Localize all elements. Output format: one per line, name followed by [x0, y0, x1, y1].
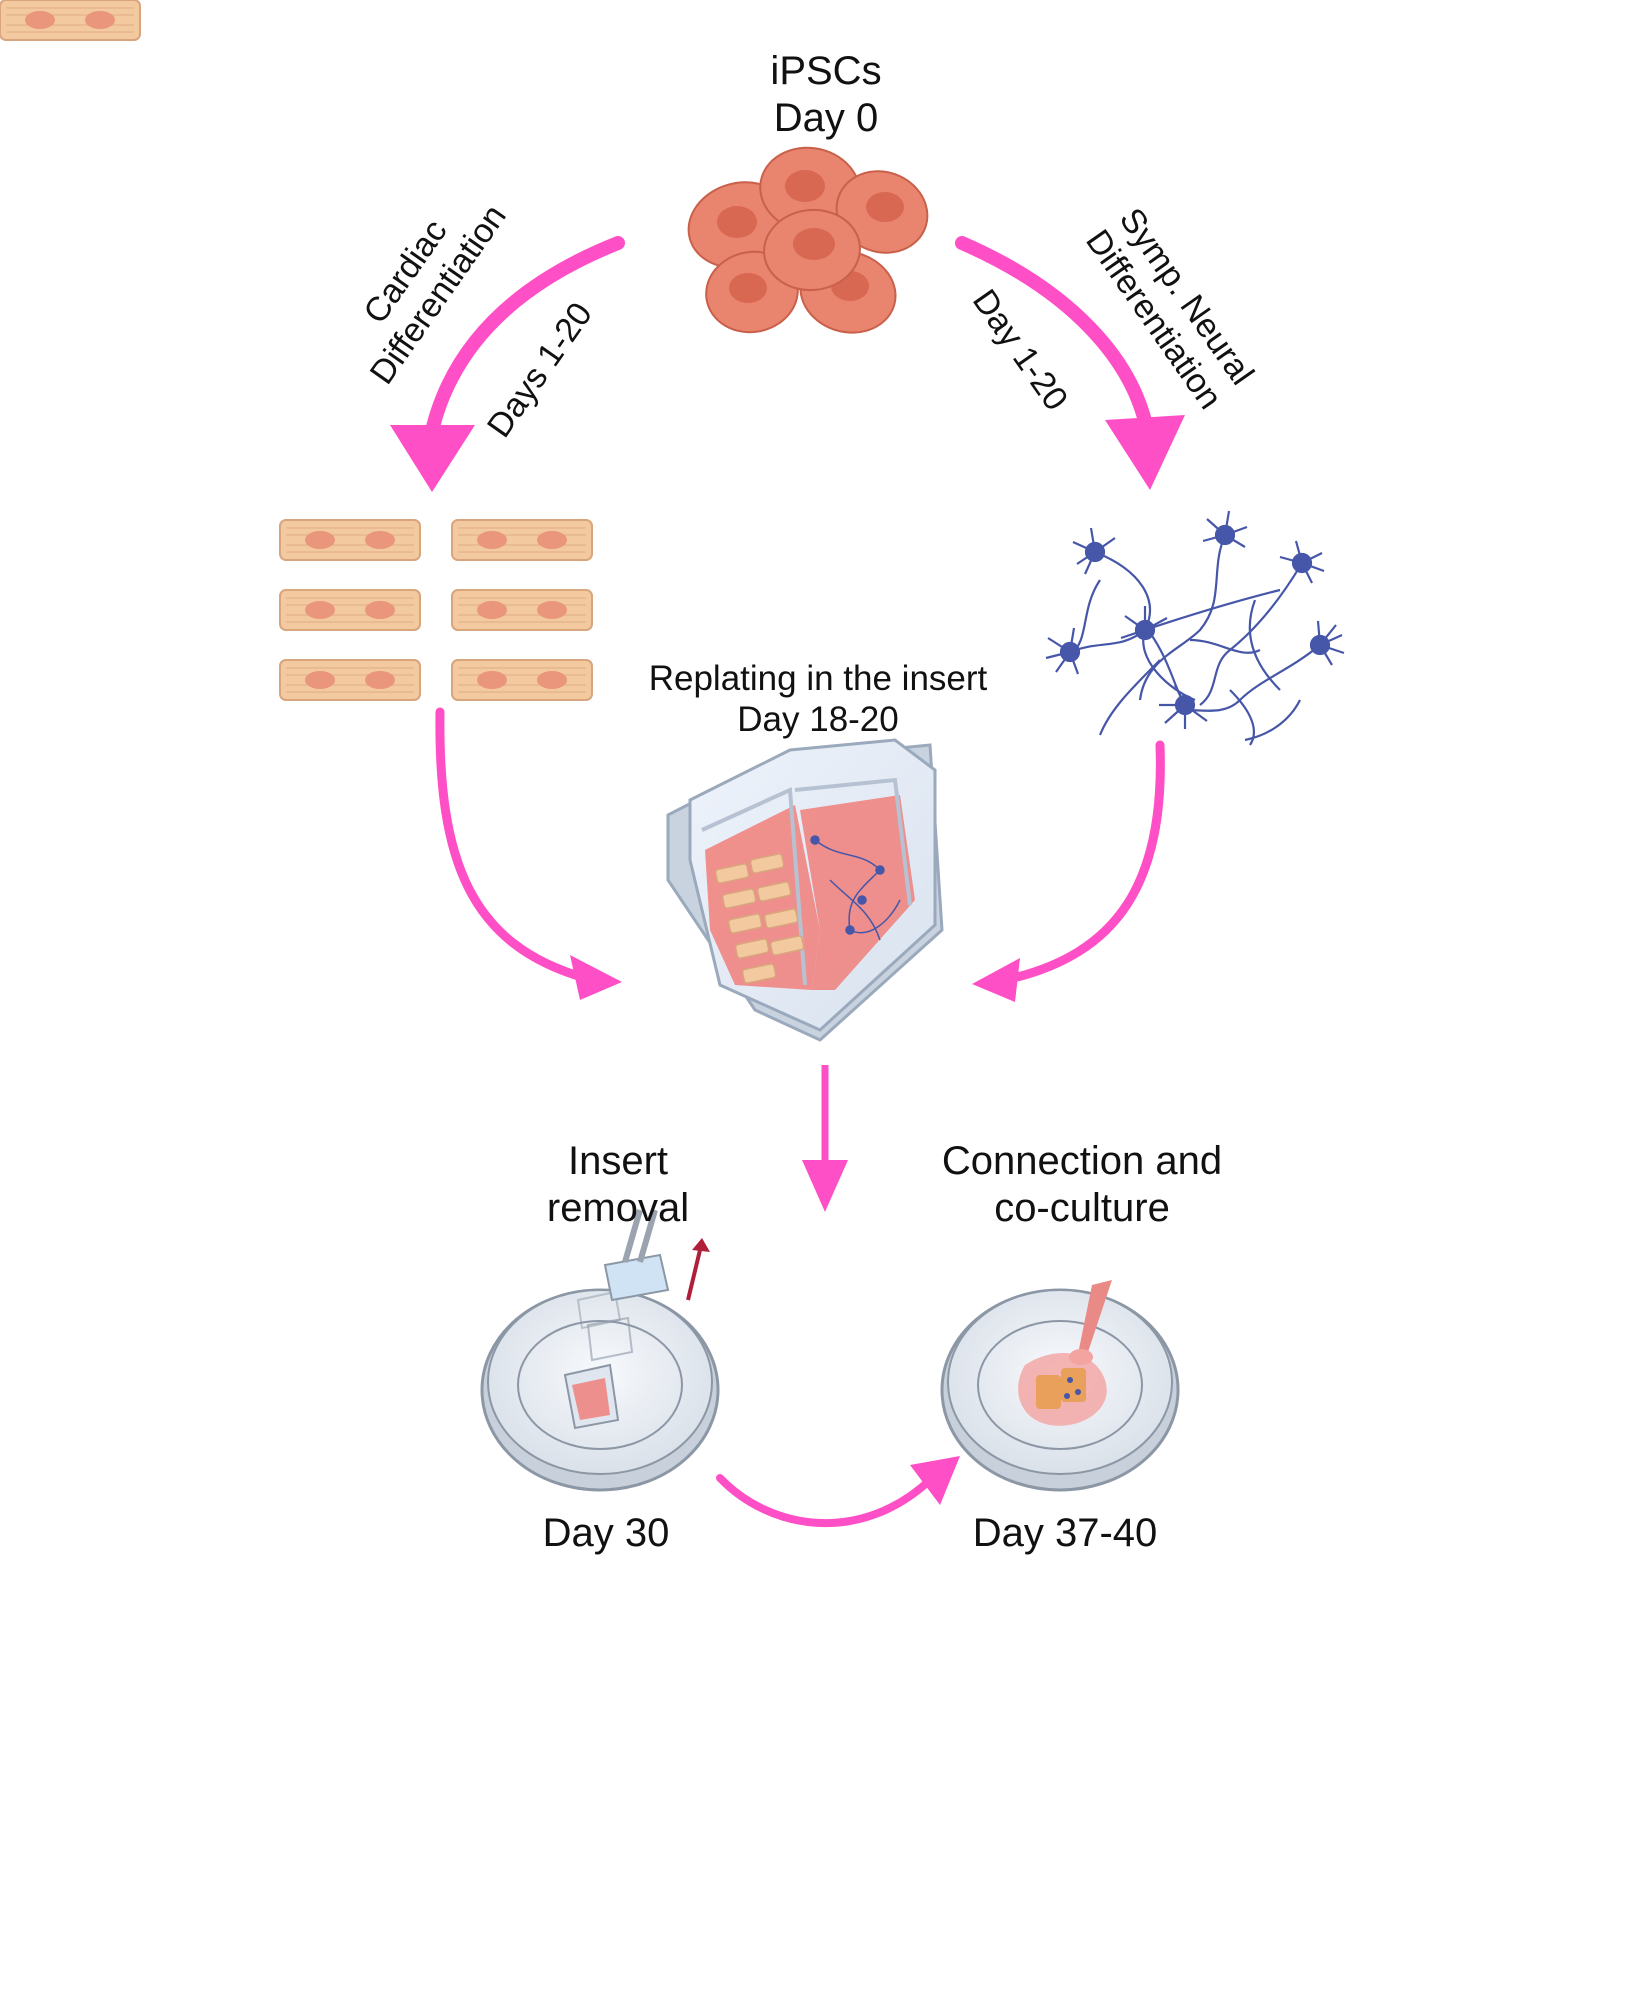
neuron-soma: [1309, 620, 1345, 666]
ipsc-label: iPSCs: [770, 49, 882, 93]
replating-label: Replating in the insert Day 18-20: [649, 658, 988, 741]
neuron-soma: [1159, 684, 1208, 729]
insert-cardiomyocytes: [714, 853, 805, 984]
ipsc-cluster-icon: [687, 146, 929, 334]
cardiomyocyte-cell: [0, 0, 141, 41]
ipsc-cell: [759, 146, 861, 234]
arrow-insert-down: [802, 1065, 848, 1212]
coculture-line2: co-culture: [994, 1186, 1170, 1231]
cocultured-tissue: [1036, 1368, 1086, 1409]
forceps-icon: [603, 1209, 670, 1302]
insert-removal-label: Insert removal: [547, 1138, 689, 1232]
neuron-soma: [1120, 606, 1168, 641]
coculture-line1: Connection and: [941, 1139, 1223, 1183]
culture-insert-icon: [666, 738, 944, 1042]
up-arrow-icon: [686, 1238, 710, 1301]
pipette-icon: [1069, 1280, 1112, 1365]
petri-dish-icon: [480, 1209, 720, 1492]
neuron-network-icon: [1045, 510, 1345, 746]
ipsc-title: iPSCs Day 0: [770, 48, 881, 142]
removal-line1: Insert: [567, 1139, 669, 1183]
arrow-ipsc-to-cardio: [390, 236, 625, 492]
neuron-soma: [1072, 527, 1116, 575]
connection-coculture-label: Connection and co-culture: [942, 1138, 1222, 1232]
insert-neurons: [810, 835, 901, 941]
ipsc-cell: [835, 170, 929, 254]
neuron-soma: [1202, 510, 1248, 548]
ipsc-day-label: Day 0: [773, 96, 879, 141]
day30-label: Day 30: [542, 1511, 670, 1555]
removed-insert: [563, 1290, 634, 1430]
neuron-soma: [1279, 540, 1325, 584]
petri-dish-icon: [940, 1280, 1180, 1492]
day37-40-label: Day 37-40: [972, 1511, 1158, 1555]
neuron-soma: [1045, 627, 1081, 675]
arrow-day30-to-day37: [716, 1456, 960, 1528]
arrow-ipsc-to-neural: [955, 236, 1185, 490]
replating-line1: Replating in the insert: [648, 659, 988, 698]
replating-line2: Day 18-20: [737, 700, 899, 740]
removal-line2: removal: [546, 1186, 690, 1231]
arrow-neural-to-insert: [972, 740, 1165, 1002]
cardiomyocyte-icon: [0, 0, 593, 701]
arrow-cardio-to-insert: [435, 707, 622, 1000]
ipsc-cell: [763, 208, 861, 292]
